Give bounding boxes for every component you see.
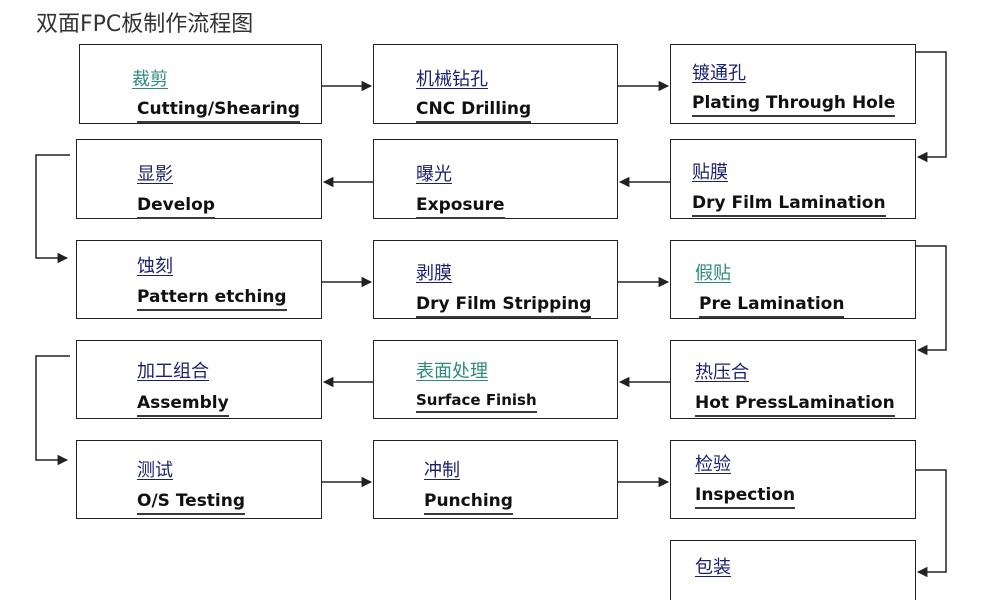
step-label-cn: 测试 — [137, 460, 173, 481]
flow-box-cnc-drilling: 机械钻孔 CNC Drilling — [373, 44, 618, 124]
step-label-en: Assembly — [137, 393, 229, 417]
step-label-cn: 加工组合 — [137, 361, 209, 382]
step-label-en: Dry Film Lamination — [692, 193, 886, 217]
flow-box-cutting: 裁剪 Cutting/Shearing — [79, 44, 322, 124]
step-label-en: Pre Lamination — [699, 294, 845, 318]
arrow-develop-to-etching — [35, 154, 70, 264]
step-label-en: Pattern etching — [137, 287, 287, 311]
step-label-cn: 表面处理 — [416, 361, 488, 382]
flow-box-plating-through-hole: 镀通孔 Plating Through Hole — [670, 44, 916, 124]
arrow-plating-to-dryfilm — [916, 51, 947, 163]
flow-box-exposure: 曝光 Exposure — [373, 139, 618, 219]
arrow-assembly-to-testing — [35, 355, 70, 466]
step-label-cn: 剥膜 — [416, 263, 452, 284]
step-label-en: Inspection — [695, 485, 796, 509]
step-label-en: Punching — [424, 491, 513, 515]
flow-box-punching: 冲制 Punching — [373, 440, 618, 519]
arrow-prelam-to-hotpress — [916, 245, 947, 356]
flow-box-pattern-etching: 蚀刻 Pattern etching — [76, 240, 322, 319]
flow-box-assembly: 加工组合 Assembly — [76, 340, 322, 419]
step-label-en: Surface Finish — [416, 391, 537, 413]
flow-box-dry-film-stripping: 剥膜 Dry Film Stripping — [373, 240, 618, 319]
step-label-cn: 裁剪 — [132, 69, 168, 90]
step-label-cn: 蚀刻 — [137, 256, 173, 277]
step-label-en: O/S Testing — [137, 491, 246, 515]
flow-box-hot-press-lamination: 热压合 Hot PressLamination — [670, 340, 916, 419]
arrow-inspection-to-packaging — [916, 469, 947, 578]
step-label-cn: 贴膜 — [692, 162, 728, 183]
flow-box-develop: 显影 Develop — [76, 139, 322, 219]
step-label-en: CNC Drilling — [416, 99, 532, 123]
step-label-cn: 热压合 — [695, 362, 749, 383]
step-label-en: Plating Through Hole — [692, 93, 896, 117]
step-label-en: Hot PressLamination — [695, 393, 895, 417]
step-label-cn: 检验 — [695, 454, 731, 475]
flow-box-packaging: 包装 — [670, 540, 916, 600]
step-label-cn: 包装 — [695, 557, 731, 578]
step-label-cn: 机械钻孔 — [416, 69, 488, 90]
flow-box-inspection: 检验 Inspection — [670, 440, 916, 519]
step-label-cn: 镀通孔 — [692, 63, 746, 84]
page-title: 双面FPC板制作流程图 — [36, 12, 254, 37]
flow-box-surface-finish: 表面处理 Surface Finish — [373, 340, 618, 419]
flow-box-dry-film-lamination: 贴膜 Dry Film Lamination — [670, 139, 916, 219]
flow-box-pre-lamination: 假贴 Pre Lamination — [670, 240, 916, 319]
flow-box-os-testing: 测试 O/S Testing — [76, 440, 322, 519]
step-label-cn: 显影 — [137, 164, 173, 185]
step-label-en: Dry Film Stripping — [416, 294, 592, 318]
step-label-cn: 冲制 — [424, 460, 460, 481]
step-label-en: Exposure — [416, 195, 505, 219]
step-label-en: Cutting/Shearing — [137, 99, 300, 123]
step-label-cn: 假贴 — [695, 263, 731, 284]
step-label-en: Develop — [137, 195, 215, 219]
step-label-cn: 曝光 — [416, 164, 452, 185]
